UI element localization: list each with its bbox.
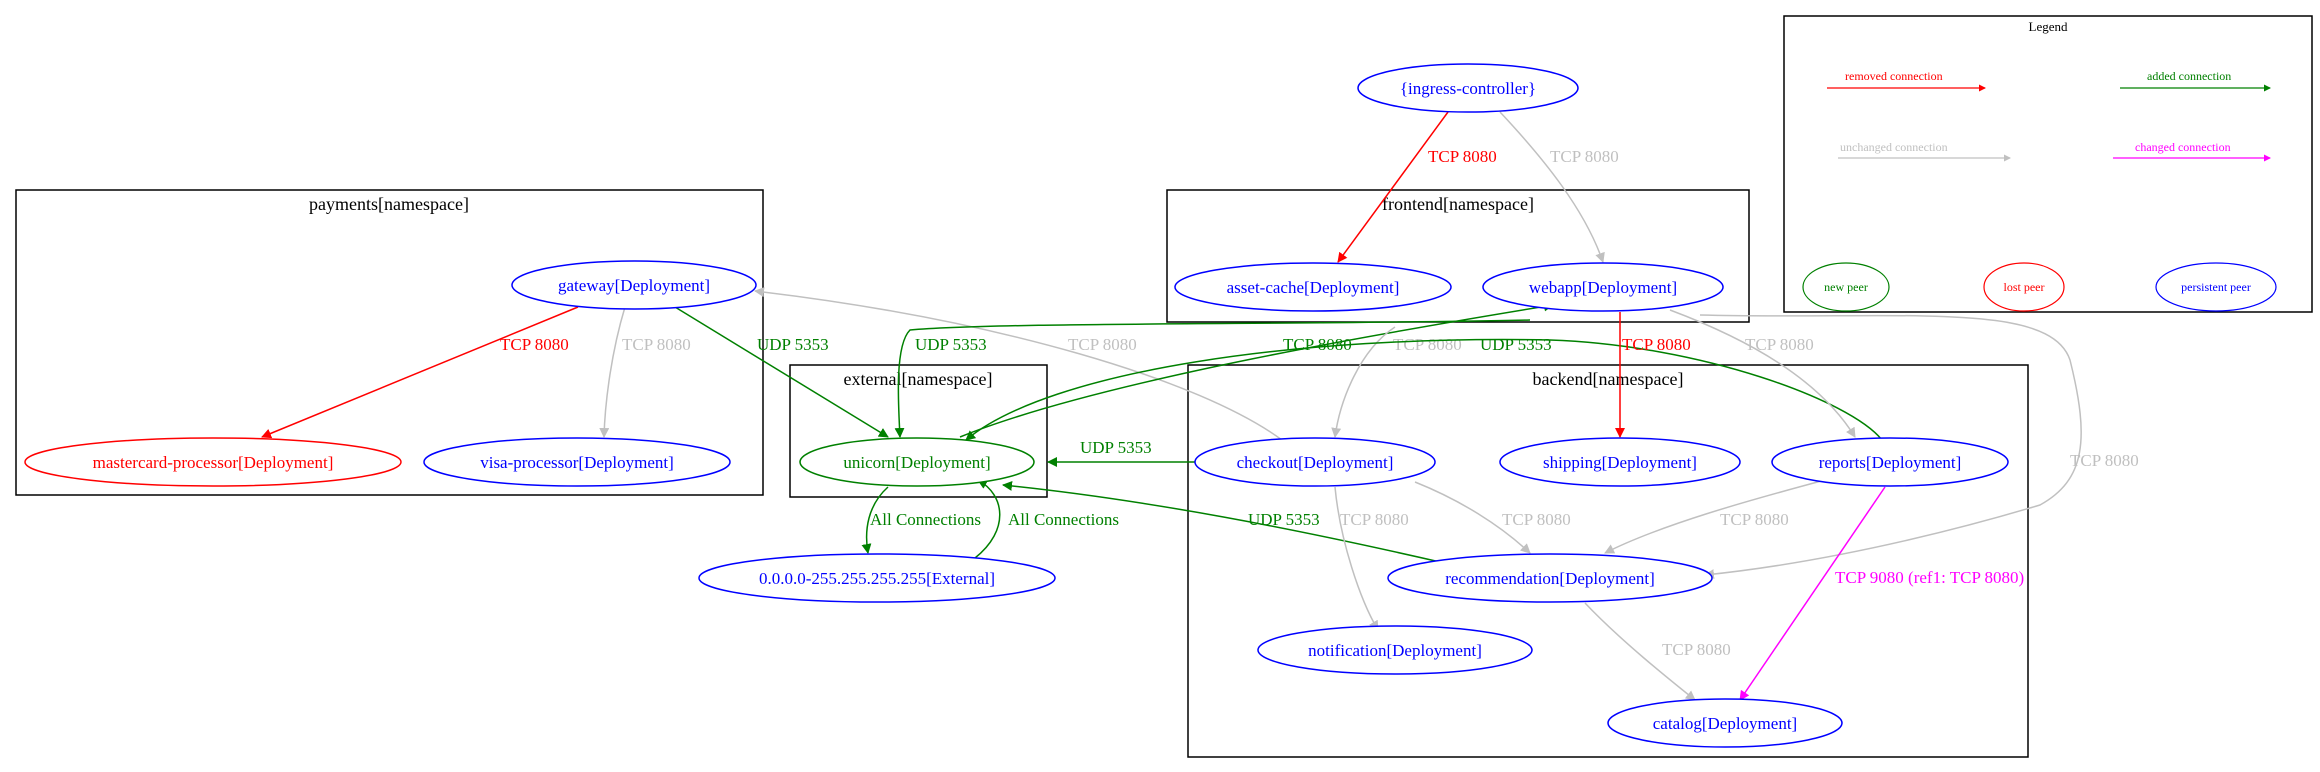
node-visa-processor[interactable]: visa-processor[Deployment]	[423, 437, 731, 487]
node-ingress-controller[interactable]: {ingress-controller}	[1357, 63, 1579, 113]
namespace-frontend: frontend[namespace]	[1166, 189, 1750, 323]
edge-label: TCP 8080	[1428, 147, 1497, 166]
edge-recommendation-catalog: TCP 8080	[1584, 602, 1731, 701]
legend-label: persistent peer	[2181, 280, 2251, 294]
legend-removed-connection: removed connection	[1827, 69, 1986, 92]
edge-label: TCP 8080	[500, 335, 569, 354]
namespace-external-label: external[namespace]	[844, 369, 993, 389]
edge-checkout-notification: TCP 8080	[1334, 486, 1409, 631]
edge-gateway-visa: TCP 8080	[599, 306, 691, 438]
edge-webapp-reports: TCP 8080	[1669, 309, 1856, 438]
edge-webapp-unicorn: UDP 5353	[894, 319, 1531, 438]
edge-label: All Connections	[870, 510, 981, 529]
edge-unicorn-external: All Connections	[861, 486, 981, 554]
node-label: catalog[Deployment]	[1653, 714, 1797, 733]
node-label: 0.0.0.0-255.255.255.255[External]	[759, 569, 995, 588]
edge-label: TCP 8080	[622, 335, 691, 354]
node-external-ip-range[interactable]: 0.0.0.0-255.255.255.255[External]	[698, 553, 1056, 603]
edge-label: TCP 9080 (ref1: TCP 8080)	[1835, 568, 2024, 587]
node-label: webapp[Deployment]	[1529, 278, 1677, 297]
edge-label: TCP 8080	[1340, 510, 1409, 529]
namespace-external: external[namespace]	[789, 364, 1048, 498]
edge-label: All Connections	[1008, 510, 1119, 529]
edge-checkout-gateway: TCP 8080	[754, 287, 1283, 441]
legend-persistent-peer: persistent peer	[2155, 262, 2277, 312]
node-shipping[interactable]: shipping[Deployment]	[1499, 437, 1741, 487]
legend-label: unchanged connection	[1840, 140, 1948, 154]
edge-checkout-unicorn: UDP 5353	[1047, 438, 1198, 467]
node-label: {ingress-controller}	[1400, 79, 1536, 98]
node-label: visa-processor[Deployment]	[480, 453, 674, 472]
namespace-backend: backend[namespace]	[1187, 364, 2029, 758]
legend-label: lost peer	[2004, 280, 2045, 294]
node-gateway[interactable]: gateway[Deployment]	[511, 260, 757, 310]
node-catalog[interactable]: catalog[Deployment]	[1607, 698, 1843, 748]
legend-title: Legend	[2029, 19, 2068, 34]
edge-reports-unicorn: UDP 5353	[965, 335, 1883, 441]
node-label: notification[Deployment]	[1308, 641, 1482, 660]
node-webapp[interactable]: webapp[Deployment]	[1482, 262, 1724, 312]
legend-lost-peer: lost peer	[1983, 262, 2065, 312]
node-checkout[interactable]: checkout[Deployment]	[1194, 437, 1436, 487]
edge-label: UDP 5353	[1080, 438, 1152, 457]
node-unicorn[interactable]: unicorn[Deployment]	[799, 437, 1035, 487]
legend-new-peer: new peer	[1802, 262, 1890, 312]
edge-checkout-recommendation: TCP 8080	[1414, 481, 1571, 554]
node-label: shipping[Deployment]	[1543, 453, 1697, 472]
namespace-payments: payments[namespace]	[15, 189, 764, 496]
edge-label: TCP 8080	[1393, 335, 1462, 354]
node-reports[interactable]: reports[Deployment]	[1771, 437, 2009, 487]
node-mastercard-processor[interactable]: mastercard-processor[Deployment]	[24, 437, 402, 487]
node-label: recommendation[Deployment]	[1445, 569, 1655, 588]
edge-label: TCP 8080	[1662, 640, 1731, 659]
namespace-backend-label: backend[namespace]	[1533, 369, 1684, 389]
legend-label: changed connection	[2135, 140, 2231, 154]
legend-changed-connection: changed connection	[2113, 140, 2271, 162]
edge-label: UDP 5353	[1480, 335, 1552, 354]
edge-label: UDP 5353	[1248, 510, 1320, 529]
edge-gateway-unicorn: UDP 5353	[674, 306, 889, 438]
edge-gateway-mastercard: TCP 8080	[261, 306, 579, 439]
edge-reports-catalog: TCP 9080 (ref1: TCP 8080)	[1739, 486, 2024, 701]
legend: Legend removed connection added connecti…	[1783, 15, 2313, 313]
node-recommendation[interactable]: recommendation[Deployment]	[1387, 553, 1713, 603]
legend-label: added connection	[2147, 69, 2231, 83]
node-label: unicorn[Deployment]	[843, 453, 990, 472]
node-label: reports[Deployment]	[1819, 453, 1962, 472]
edge-label: TCP 8080	[1502, 510, 1571, 529]
edge-reports-recommendation: TCP 8080	[1604, 479, 1826, 554]
edge-label: TCP 8080	[1745, 335, 1814, 354]
legend-label: new peer	[1824, 280, 1868, 294]
node-notification[interactable]: notification[Deployment]	[1257, 625, 1533, 675]
legend-added-connection: added connection	[2120, 69, 2271, 92]
node-label: checkout[Deployment]	[1237, 453, 1394, 472]
node-label: gateway[Deployment]	[558, 276, 710, 295]
edge-label: TCP 8080	[1550, 147, 1619, 166]
node-asset-cache[interactable]: asset-cache[Deployment]	[1174, 262, 1452, 312]
edge-label: TCP 8080	[1068, 335, 1137, 354]
edge-ingress-assetcache: TCP 8080	[1337, 111, 1497, 263]
namespace-frontend-label: frontend[namespace]	[1382, 194, 1534, 214]
node-label: asset-cache[Deployment]	[1227, 278, 1400, 297]
namespace-payments-label: payments[namespace]	[309, 194, 469, 214]
edge-webapp-shipping: TCP 8080	[1615, 312, 1691, 438]
edge-label: UDP 5353	[757, 335, 829, 354]
edge-label: TCP 8080	[2070, 451, 2139, 470]
legend-unchanged-connection: unchanged connection	[1838, 140, 2011, 162]
legend-label: removed connection	[1845, 69, 1943, 83]
edge-external-unicorn: All Connections	[974, 479, 1119, 559]
edge-label: TCP 8080	[1622, 335, 1691, 354]
edge-recommendation-unicorn: UDP 5353	[1002, 480, 1441, 563]
node-label: mastercard-processor[Deployment]	[93, 453, 334, 472]
edge-webapp-recommendation: TCP 8080	[1699, 314, 2139, 580]
edge-ingress-webapp: TCP 8080	[1499, 111, 1619, 263]
edge-label: TCP 8080	[1720, 510, 1789, 529]
edge-label: UDP 5353	[915, 335, 987, 354]
